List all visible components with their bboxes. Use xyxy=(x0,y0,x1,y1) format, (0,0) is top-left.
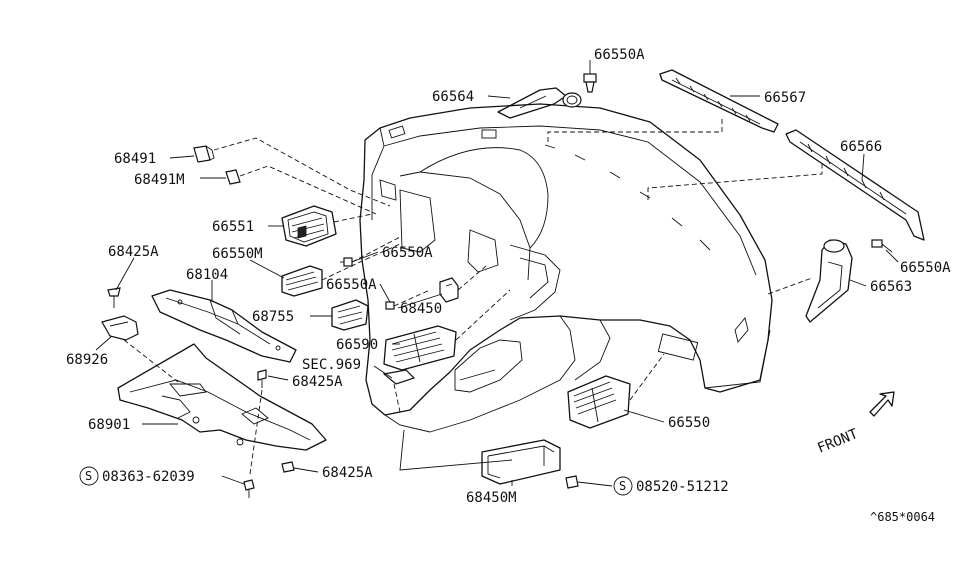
label-66550: 66550 xyxy=(668,415,710,431)
duct-66564 xyxy=(497,87,582,119)
part-68755 xyxy=(331,299,369,331)
label-68425A-mid: 68425A xyxy=(292,374,343,390)
screw-08520 xyxy=(565,475,579,489)
label-66550A-top: 66550A xyxy=(594,47,645,63)
label-68450: 68450 xyxy=(400,301,442,317)
instrument-panel xyxy=(359,103,773,433)
front-label: FRONT xyxy=(815,426,861,457)
label-66550A-right: 66550A xyxy=(900,260,951,276)
screw-68425A-left xyxy=(107,287,121,308)
vent-66590 xyxy=(383,325,457,371)
screw-08363 xyxy=(243,479,255,498)
label-66563: 66563 xyxy=(870,279,912,295)
grommet-66550A-top xyxy=(583,73,597,93)
screw-symbol-text-2: S xyxy=(619,479,626,493)
label-68450M: 68450M xyxy=(466,490,517,506)
screw-68425A-low xyxy=(281,461,295,473)
screw-symbol-icon-2: S xyxy=(613,476,633,496)
label-66564: 66564 xyxy=(432,89,474,105)
label-68755: 68755 xyxy=(252,309,294,325)
catalog-number: ^685*0064 xyxy=(870,510,935,524)
screw-68425A-mid xyxy=(257,369,267,388)
bracket-sec969 xyxy=(382,369,416,385)
bracket-68104 xyxy=(151,289,297,363)
label-68104: 68104 xyxy=(186,267,228,283)
vent-66550 xyxy=(567,375,631,429)
label-66550A-mid: 66550A xyxy=(382,245,433,261)
cover-68901 xyxy=(117,343,327,451)
bracket-68450 xyxy=(439,277,459,303)
label-68425A-low: 68425A xyxy=(322,465,373,481)
callout-dashed-lines xyxy=(123,118,823,475)
front-arrow-icon xyxy=(869,391,895,417)
clip-68491 xyxy=(193,145,215,163)
vent-66551 xyxy=(281,205,337,247)
screw-symbol-icon: S xyxy=(79,466,99,486)
label-68425A-left: 68425A xyxy=(108,244,159,260)
screw-66550A-mid xyxy=(340,257,353,267)
label-08520: 08520-51212 xyxy=(636,479,729,495)
screw-symbol-text: S xyxy=(85,469,92,483)
screw-66550A-b xyxy=(385,301,395,310)
label-66590: 66590 xyxy=(336,337,378,353)
clip-68491M xyxy=(225,169,241,185)
label-08363: 08363-62039 xyxy=(102,469,195,485)
label-66567: 66567 xyxy=(764,90,806,106)
label-66566: 66566 xyxy=(840,139,882,155)
label-68926: 68926 xyxy=(66,352,108,368)
vent-66550M xyxy=(281,265,323,297)
duct-66563 xyxy=(805,239,853,323)
grille-66566 xyxy=(785,129,925,241)
label-68491: 68491 xyxy=(114,151,156,167)
label-66550A-b: 66550A xyxy=(326,277,377,293)
label-68491M: 68491M xyxy=(134,172,185,188)
label-sec969: SEC.969 xyxy=(302,357,361,373)
label-66551: 66551 xyxy=(212,219,254,235)
label-66550M: 66550M xyxy=(212,246,263,262)
leader-lines xyxy=(95,60,899,487)
label-68901: 68901 xyxy=(88,417,130,433)
grille-66567 xyxy=(659,69,779,133)
screw-66550A-right xyxy=(871,239,893,253)
bracket-68926 xyxy=(101,315,139,341)
